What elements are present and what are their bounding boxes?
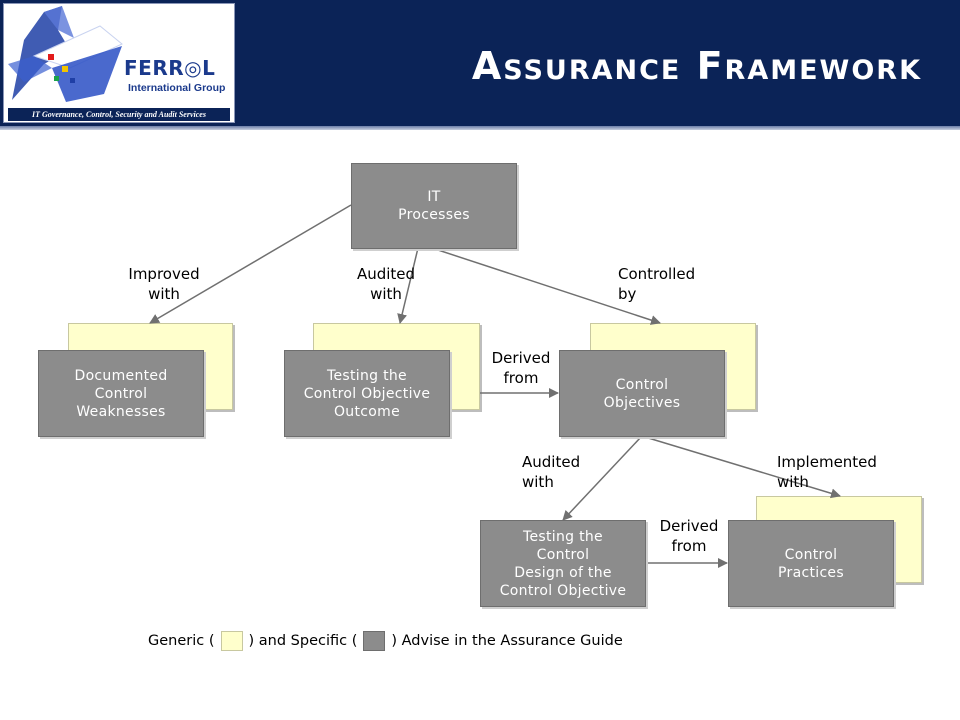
logo-emblem-icon — [8, 6, 123, 102]
legend-generic-swatch — [220, 631, 243, 651]
legend-prefix: Generic ( — [148, 633, 215, 649]
logo-brand: FERR◎L — [124, 56, 216, 80]
edge-label-improved-with: Improved with — [128, 265, 200, 303]
arrow-it-to-weaknesses — [149, 204, 352, 324]
edge-label-derived-from-1: Derived from — [491, 349, 551, 387]
company-logo: FERR◎L International Group IT Governance… — [3, 3, 235, 123]
logo-subtitle: International Group — [128, 82, 226, 94]
legend: Generic ( ) and Specific ( ) Advise in t… — [148, 631, 623, 651]
edge-label-audited-with-1: Audited with — [356, 265, 416, 303]
node-it-processes: IT Processes — [351, 163, 517, 249]
legend-middle: ) and Specific ( — [248, 633, 358, 649]
node-control-practices: Control Practices — [728, 520, 894, 607]
logo-tagline: IT Governance, Control, Security and Aud… — [8, 108, 230, 121]
edge-label-controlled-by: Controlled by — [618, 265, 696, 303]
edge-label-implemented-with: Implemented with — [777, 453, 877, 491]
header-divider — [0, 126, 960, 130]
edge-label-audited-with-2: Audited with — [522, 453, 581, 491]
arrow-it-to-testing-outcome — [397, 247, 419, 324]
arrow-objectives-to-design — [562, 436, 642, 521]
arrow-it-to-control-objectives — [434, 248, 661, 325]
node-testing-outcome: Testing the Control Objective Outcome — [284, 350, 450, 437]
arrow-objectives-to-practices — [644, 436, 841, 499]
node-documented-weaknesses: Documented Control Weaknesses — [38, 350, 204, 437]
legend-suffix: ) Advise in the Assurance Guide — [391, 633, 623, 649]
edge-label-derived-from-2: Derived from — [659, 517, 719, 555]
node-testing-design: Testing the Control Design of the Contro… — [480, 520, 646, 607]
node-control-objectives: Control Objectives — [559, 350, 725, 437]
page-title: Assurance Framework — [471, 44, 922, 88]
legend-specific-swatch — [363, 631, 386, 651]
